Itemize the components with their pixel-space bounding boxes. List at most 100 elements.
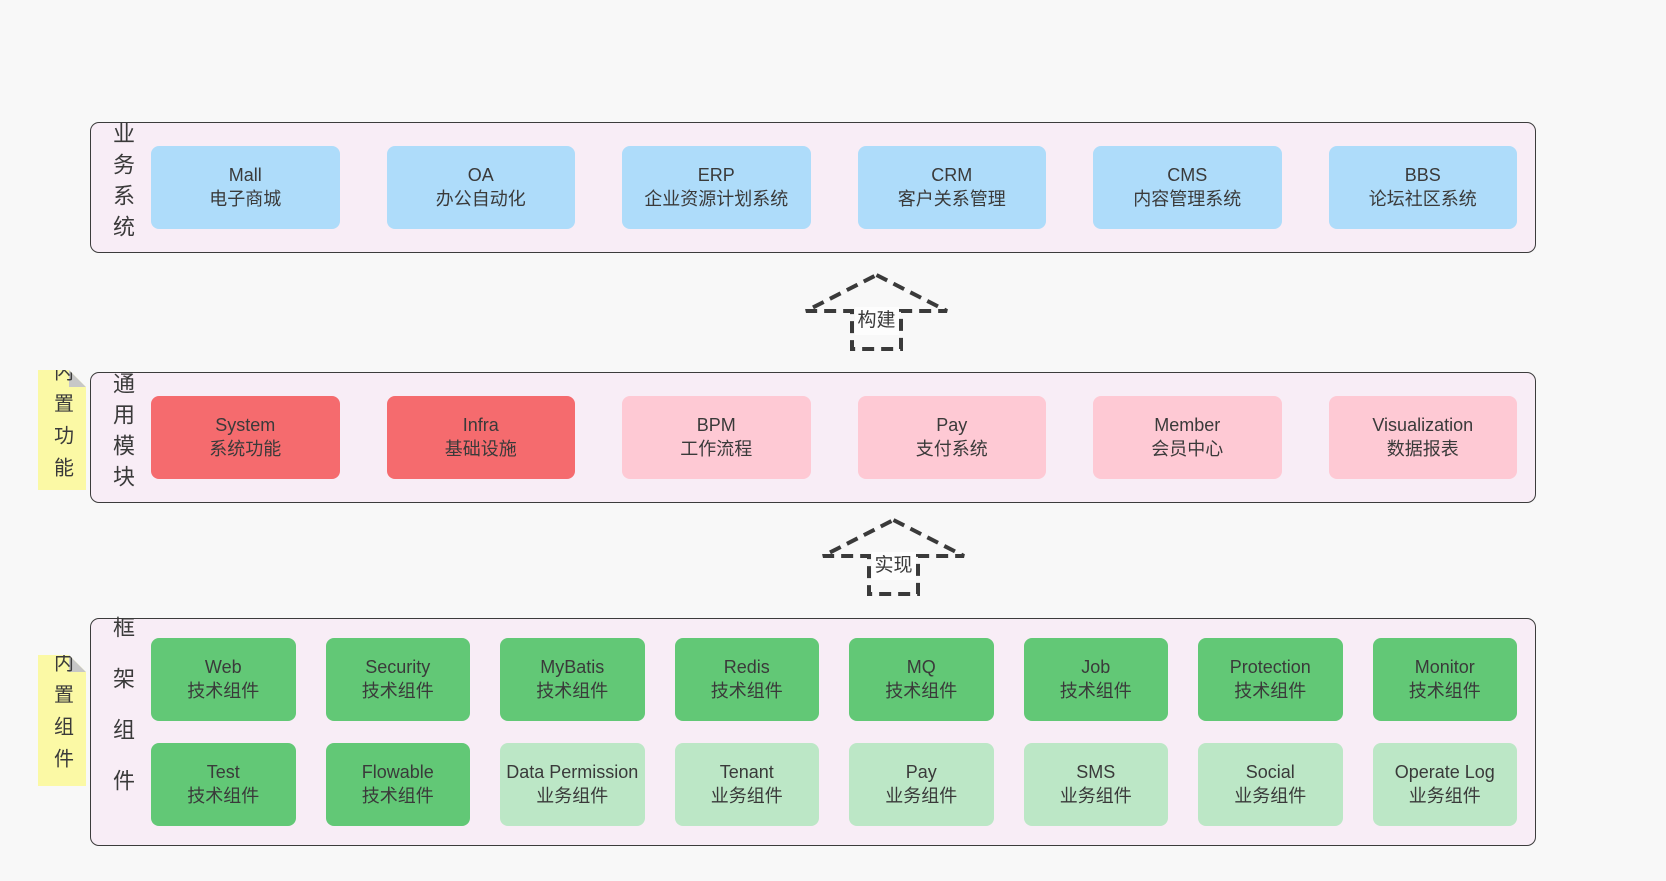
node-subtitle: 技术组件 (1234, 680, 1307, 701)
node-title: MQ (906, 657, 936, 678)
node-subtitle: 支付系统 (915, 438, 988, 459)
node-subtitle: 技术组件 (1408, 680, 1481, 701)
node-title: Infra (462, 415, 499, 436)
node-subtitle: 业务组件 (885, 785, 958, 806)
node-title: Protection (1229, 657, 1311, 678)
arrow-implement-label: 实现 (871, 552, 916, 580)
band-components-label: 框架组件 (110, 616, 135, 820)
node-subtitle: 技术组件 (361, 680, 434, 701)
node-subtitle: 技术组件 (885, 680, 958, 701)
node-title: BBS (1404, 165, 1441, 186)
node-subtitle: 技术组件 (536, 680, 609, 701)
node-subtitle: 工作流程 (680, 438, 753, 459)
arrow-build: 构建 (803, 272, 950, 352)
sticky-note-builtin-functions: 内置功能 (38, 370, 86, 490)
node-subtitle: 企业资源计划系统 (644, 188, 789, 209)
node-subtitle: 业务组件 (536, 785, 609, 806)
node-subtitle: 技术组件 (187, 680, 260, 701)
node-title: Member (1154, 415, 1221, 436)
node-subtitle: 业务组件 (1059, 785, 1132, 806)
node-subtitle: 办公自动化 (435, 188, 526, 209)
node-title: Tenant (719, 762, 774, 783)
node-subtitle: 论坛社区系统 (1368, 188, 1477, 209)
node-subtitle: 技术组件 (710, 680, 783, 701)
node-subtitle: 技术组件 (361, 785, 434, 806)
node-title: Web (204, 657, 242, 678)
node-subtitle: 系统功能 (209, 438, 282, 459)
arrow-implement: 实现 (820, 517, 967, 597)
band-modules-label: 通用模块 (110, 371, 135, 496)
node-subtitle: 客户关系管理 (897, 188, 1006, 209)
node-title: Pay (905, 762, 937, 783)
node-title: Test (206, 762, 240, 783)
dashed-up-arrow-icon (822, 517, 965, 596)
band-business-label: 业务系统 (110, 121, 135, 246)
node-title: Social (1245, 762, 1295, 783)
node-subtitle: 技术组件 (187, 785, 260, 806)
sticky-note-label: 内置组件 (50, 651, 73, 780)
node-title: MyBatis (540, 657, 605, 678)
node-title: Mall (228, 165, 262, 186)
node-subtitle: 基础设施 (444, 438, 517, 459)
sticky-note-builtin-components: 内置组件 (38, 655, 86, 786)
node-title: Monitor (1414, 657, 1475, 678)
node-title: Operate Log (1394, 762, 1495, 783)
node-title: BPM (696, 415, 736, 436)
node-title: ERP (697, 165, 735, 186)
sticky-note-label: 内置功能 (50, 361, 73, 489)
dashed-up-arrow-icon (805, 272, 948, 351)
node-title: Data Permission (506, 762, 639, 783)
node-subtitle: 内容管理系统 (1133, 188, 1242, 209)
node-subtitle: 业务组件 (1408, 785, 1481, 806)
node-title: Security (365, 657, 431, 678)
node-title: Job (1081, 657, 1111, 678)
node-subtitle: 业务组件 (710, 785, 783, 806)
node-title: SMS (1076, 762, 1116, 783)
node-title: Redis (723, 657, 770, 678)
node-title: OA (467, 165, 494, 186)
node-subtitle: 业务组件 (1234, 785, 1307, 806)
arrow-build-label: 构建 (854, 307, 899, 335)
node-subtitle: 技术组件 (1059, 680, 1132, 701)
node-subtitle: 数据报表 (1386, 438, 1459, 459)
node-title: CRM (931, 165, 973, 186)
node-subtitle: 电子商城 (209, 188, 282, 209)
node-title: System (215, 415, 276, 436)
